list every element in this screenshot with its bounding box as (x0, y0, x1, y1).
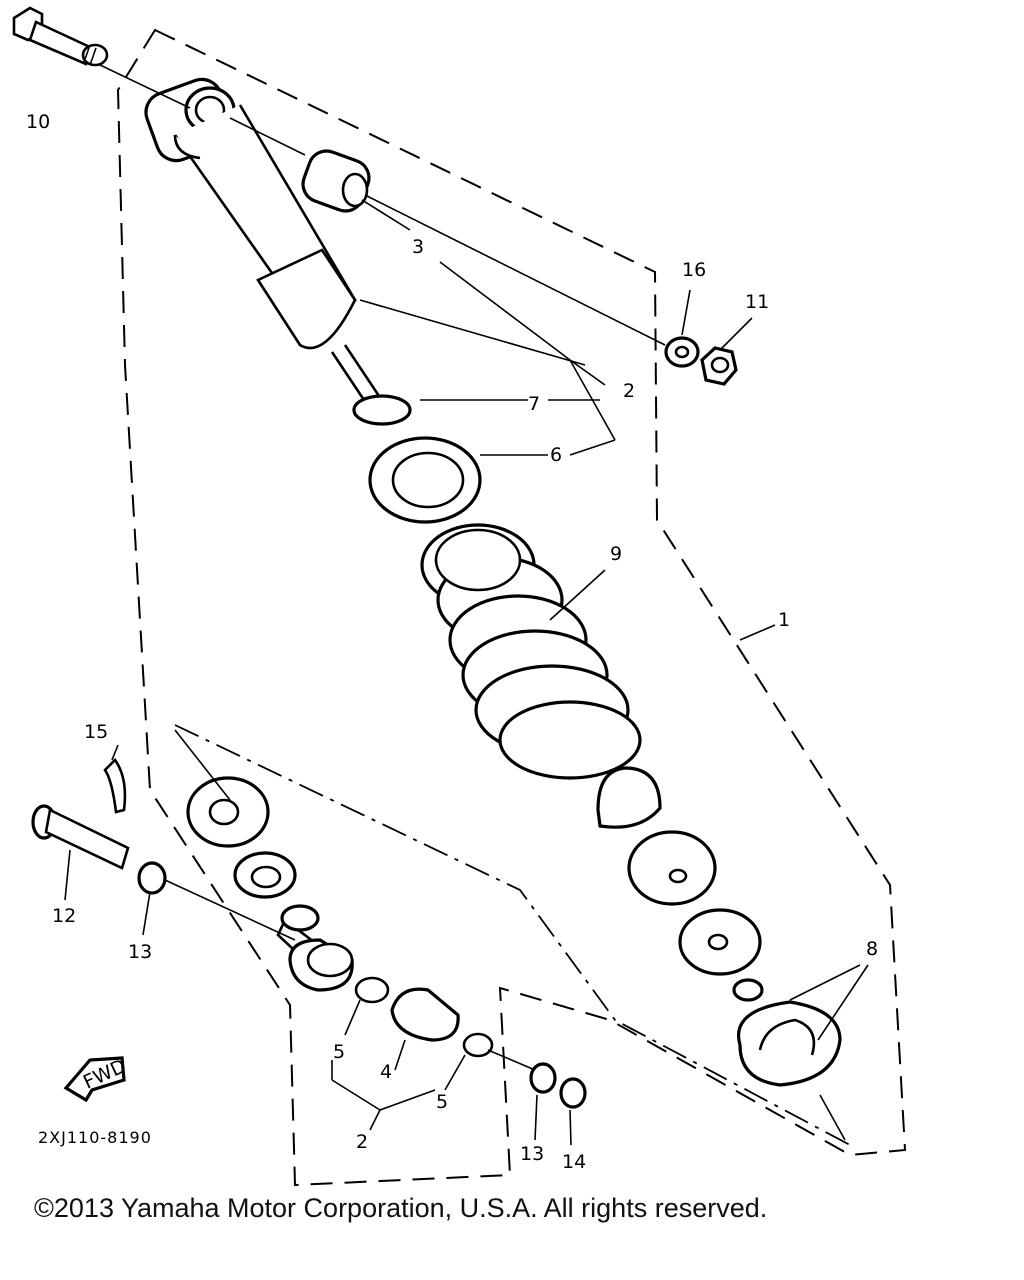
lower-pin (31, 804, 130, 870)
cotter-pin (103, 758, 127, 814)
copyright-notice: ©2013 Yamaha Motor Corporation, U.S.A. A… (34, 1193, 768, 1223)
nut (700, 346, 738, 386)
callout-13-right: 13 (520, 1143, 544, 1165)
lower-bushing (354, 976, 494, 1058)
callout-1: 1 (778, 609, 790, 631)
upper-collar (301, 149, 371, 213)
coil-spring (420, 523, 642, 780)
spring-seat (368, 436, 482, 524)
callout-9: 9 (610, 543, 622, 565)
lower-collar-nut (186, 776, 270, 848)
left-washer (137, 861, 167, 895)
callout-3: 3 (412, 236, 424, 258)
callout-5-left: 5 (333, 1041, 345, 1063)
assembly-boundary (116, 28, 907, 1187)
callout-8: 8 (866, 938, 878, 960)
callout-2-lower: 2 (356, 1131, 368, 1153)
drawing-code: 2XJ110-8190 (38, 1128, 152, 1147)
callout-12: 12 (52, 905, 76, 927)
lower-seal-ring (233, 851, 297, 899)
leader-lines (64, 63, 869, 1146)
callout-11: 11 (745, 291, 769, 313)
bottom-kit-boundary (174, 724, 851, 1146)
callout-13-left: 13 (128, 941, 152, 963)
callout-5-right: 5 (436, 1091, 448, 1113)
shock-absorber-body (144, 77, 412, 426)
bump-stopper-group (596, 766, 842, 1087)
callout-16: 16 (682, 259, 706, 281)
callout-14: 14 (562, 1151, 586, 1173)
right-nut (559, 1077, 587, 1109)
lower-eye (276, 904, 354, 992)
callout-7: 7 (528, 393, 540, 415)
callout-10: 10 (26, 111, 50, 133)
callout-6: 6 (550, 444, 562, 466)
right-washer (529, 1062, 557, 1094)
upper-bolt (12, 6, 109, 67)
forward-arrow-icon: FWD (63, 1055, 129, 1103)
callout-2-upper: 2 (623, 380, 635, 402)
callout-4: 4 (380, 1061, 392, 1083)
callout-15: 15 (84, 721, 108, 743)
